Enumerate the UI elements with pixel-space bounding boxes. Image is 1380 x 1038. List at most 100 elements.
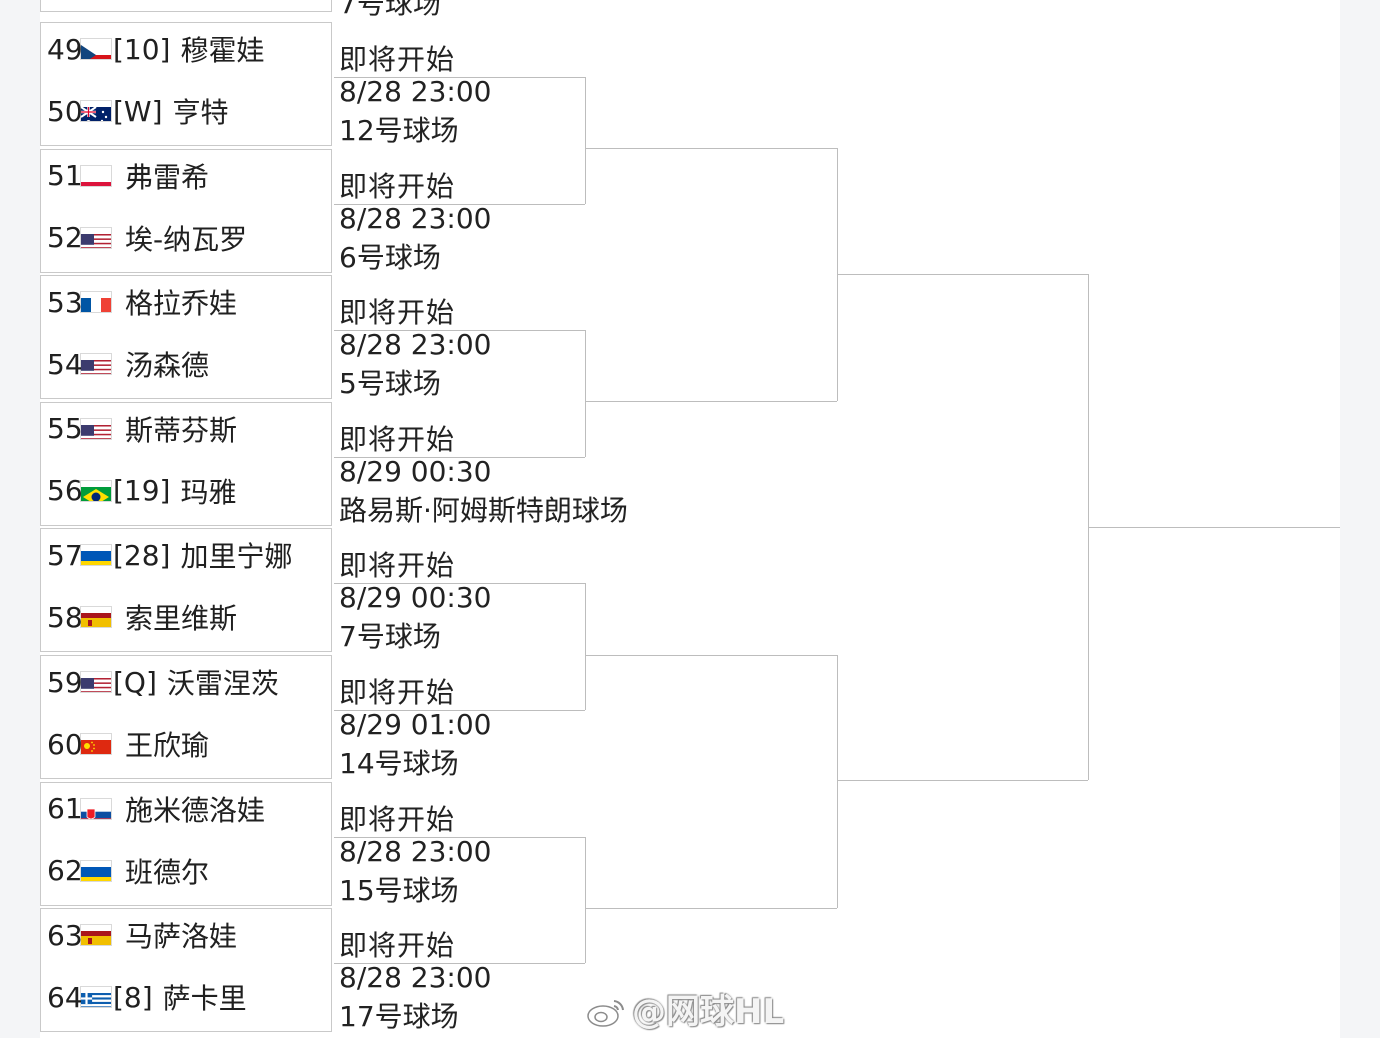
match-status: 即将开始 [339, 296, 456, 330]
player-name: 弗雷希 [125, 160, 210, 194]
match-time: 8/28 23:00 [339, 834, 492, 868]
bracket-connector [585, 907, 837, 909]
draw-position-number: 59 [47, 665, 83, 699]
chn-flag-icon [81, 734, 111, 754]
bracket-connector [837, 654, 838, 908]
player-name: 亨特 [172, 96, 229, 129]
bra-flag-icon [81, 481, 111, 501]
draw-position-number: 58 [47, 600, 83, 634]
match-time: 8/29 00:30 [339, 454, 492, 488]
player-entry[interactable]: 49[10]穆霍娃 [47, 29, 265, 69]
fra-flag-icon [81, 292, 111, 313]
match-status: 即将开始 [339, 549, 456, 583]
gre-flag-icon [81, 987, 111, 1008]
svk-flag-icon [81, 799, 111, 819]
bracket-connector [334, 203, 585, 205]
draw-position-number: 51 [47, 159, 83, 193]
player-entry[interactable]: 64[8]萨卡里 [47, 977, 247, 1017]
bracket-connector [585, 148, 837, 149]
bracket-connector [585, 401, 837, 402]
player-entry[interactable]: 57[28]加里宁娜 [47, 535, 293, 575]
player-entry[interactable]: 59 [Q] 沃雷涅茨 [47, 662, 279, 702]
player-entry[interactable]: 51 弗雷希 [47, 156, 209, 196]
draw-position-number: 57 [47, 538, 83, 572]
bracket-connector [585, 330, 586, 457]
player-name: 玛雅 [180, 475, 237, 509]
bracket-connector [837, 274, 1088, 275]
bracket-connector [334, 963, 585, 965]
bracket-connector [334, 456, 585, 458]
match-time: 8/28 23:00 [339, 201, 492, 235]
match-court: 17号球场 [339, 1000, 459, 1034]
player-entry[interactable]: 50[W]亨特 [47, 91, 229, 131]
player-name: 格拉乔娃 [125, 287, 238, 321]
weibo-logo-icon [587, 1000, 624, 1027]
seed-label: [Q] [113, 665, 157, 699]
match-court: 12号球场 [339, 114, 459, 147]
match-status: 即将开始 [339, 802, 456, 836]
match-court: 15号球场 [339, 873, 459, 907]
cze-flag-icon [81, 39, 111, 59]
player-name: 班德尔 [125, 855, 210, 889]
player-name: 索里维斯 [125, 602, 238, 636]
match-time: 8/28 23:00 [339, 75, 492, 108]
bracket-connector [585, 583, 586, 710]
watermark-text: @网球HL [632, 992, 785, 1032]
pol-flag-icon [81, 166, 111, 186]
player-entry[interactable]: 56[19]玛雅 [47, 471, 237, 511]
player-name: 汤森德 [125, 349, 210, 383]
match-status: 即将开始 [339, 43, 456, 76]
draw-position-number: 60 [47, 727, 83, 761]
match-status: 即将开始 [339, 676, 456, 709]
bracket-connector [334, 709, 585, 711]
top-partial-court: 7号球场 [339, 0, 441, 20]
usa-flag-icon [81, 419, 111, 439]
bracket-connector [837, 780, 1088, 781]
match-court: 6号球场 [339, 240, 441, 274]
draw-position-number: 55 [47, 412, 83, 446]
match-status: 即将开始 [339, 422, 456, 456]
first-round-match-box: 59 [Q] 沃雷涅茨 60 王欣瑜 [40, 655, 332, 779]
bracket-connector [585, 836, 586, 964]
match-time: 8/28 23:00 [339, 961, 492, 995]
draw-position-number: 52 [47, 221, 83, 255]
ukr-flag-icon [81, 861, 111, 881]
player-name: 王欣瑜 [125, 729, 210, 762]
bracket-connector [334, 330, 585, 332]
draw-position-number: 64 [47, 980, 83, 1014]
esp-flag-icon [81, 925, 111, 946]
match-court: 5号球场 [339, 367, 441, 401]
player-name: 沃雷涅茨 [166, 667, 279, 700]
bracket-connector [1088, 527, 1340, 528]
match-time: 8/28 23:00 [339, 328, 492, 362]
player-entry[interactable]: 58 索里维斯 [47, 597, 237, 637]
player-entry[interactable]: 60 王欣瑜 [47, 724, 209, 764]
match-court: 路易斯·阿姆斯特朗球场 [339, 493, 628, 527]
match-status: 即将开始 [339, 929, 456, 963]
seed-label: [19] [113, 474, 171, 508]
seed-label: [8] [113, 980, 153, 1014]
match-court: 14号球场 [339, 747, 459, 780]
cut-off-row [40, 0, 332, 12]
player-name: 施米德洛娃 [125, 793, 266, 827]
bracket-connector [585, 654, 837, 656]
player-name: 加里宁娜 [180, 540, 293, 574]
draw-position-number: 63 [47, 918, 83, 952]
usa-flag-icon [81, 228, 111, 248]
weibo-watermark: @网球HL [586, 984, 784, 1033]
bracket-connector [334, 836, 585, 838]
usa-flag-icon [81, 672, 111, 692]
